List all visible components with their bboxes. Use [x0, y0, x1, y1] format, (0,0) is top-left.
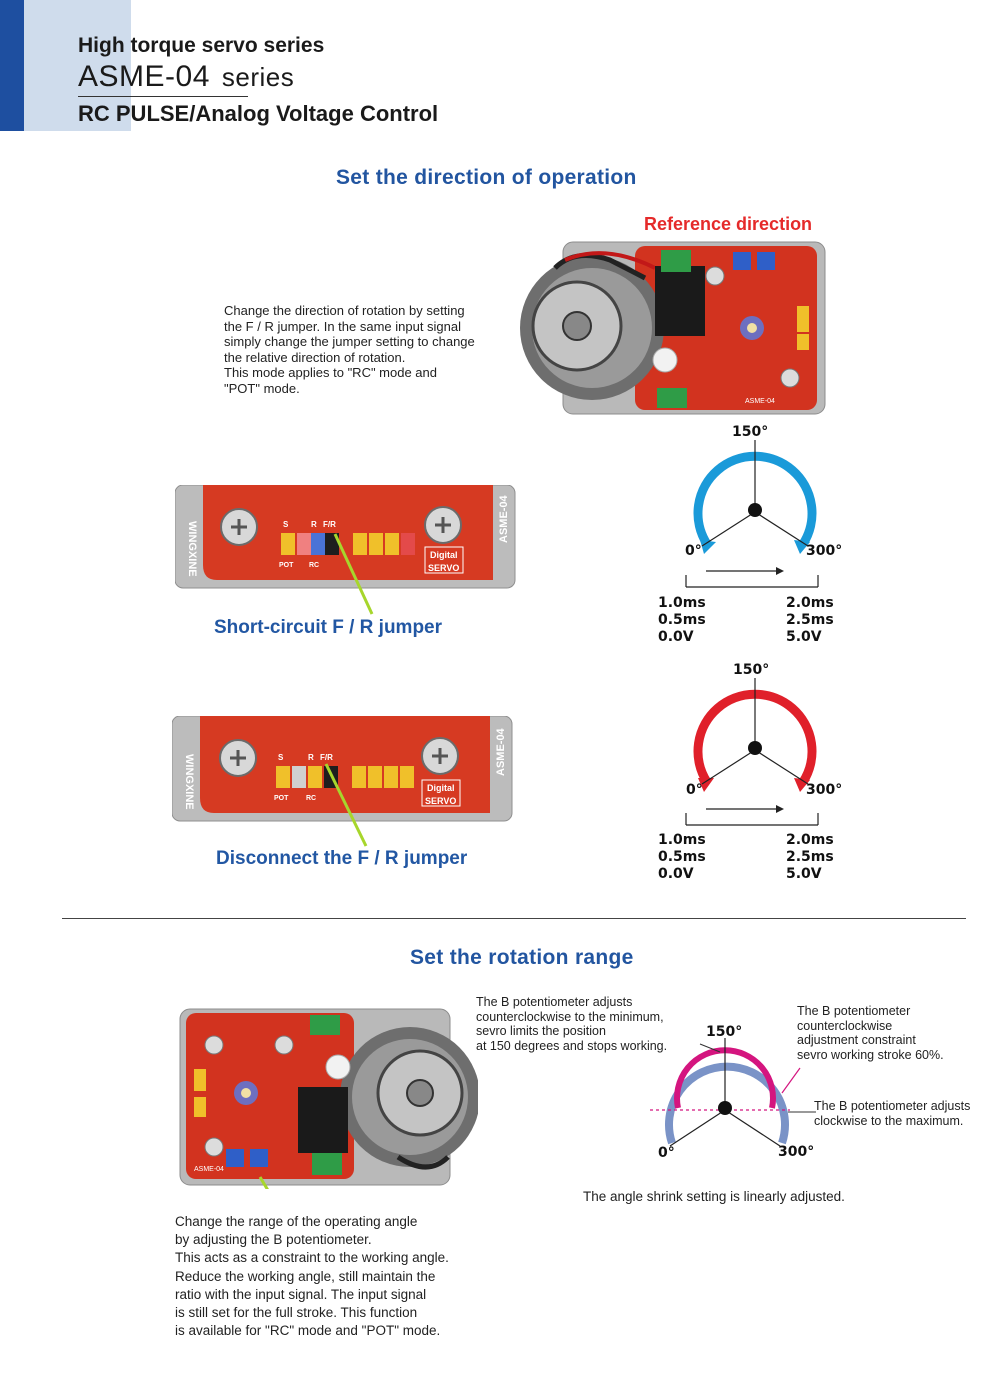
board-servo-label: SERVO	[428, 563, 459, 573]
board-model-label: ASME-04	[498, 494, 510, 543]
model-title: ASME-04 series	[78, 60, 294, 94]
pin-label-fr: F/R	[323, 520, 336, 529]
section-divider	[62, 918, 966, 919]
range-angle-300: 300°	[778, 1144, 815, 1160]
pin2-label-pot: POT	[274, 795, 289, 802]
note-b-pot-minimum: The B potentiometer adjusts counterclock…	[476, 995, 668, 1053]
dial-bottom-angle-150: 150°	[733, 662, 770, 678]
pin2-label-fr: F/R	[320, 753, 333, 762]
note-b-pot-constraint: The B potentiometer counterclockwise adj…	[797, 1004, 944, 1062]
board2-servo-label: SERVO	[425, 796, 456, 806]
dial-top-angle-300: 300°	[806, 543, 843, 559]
range-dial-diagram	[650, 1038, 816, 1147]
board-closeup-jumper-shorted: Digital SERVO ASME-04 WINGXINE S R F/R P…	[175, 485, 516, 589]
linear-adjust-note: The angle shrink setting is linearly adj…	[583, 1189, 845, 1204]
model-suffix: series	[221, 62, 295, 92]
pointer-line-fr-jumper-1	[333, 533, 374, 615]
dial-bottom-angle-0: 0°	[686, 782, 703, 798]
direction-description: Change the direction of rotation by sett…	[224, 303, 475, 396]
dial-bottom-diagram	[685, 678, 819, 826]
rotation-range-description: Change the range of the operating angle …	[175, 1214, 449, 1339]
section-direction-title: Set the direction of operation	[336, 166, 637, 189]
note-b-pot-maximum: The B potentiometer adjusts clockwise to…	[814, 1099, 971, 1128]
pin-label-r: R	[311, 520, 317, 529]
dial-top-min-signals: 1.0ms 0.5ms 0.0V	[658, 595, 706, 645]
header-accent-panel	[24, 0, 131, 131]
pin-label-pot: POT	[279, 562, 294, 569]
pin2-label-rc: RC	[306, 795, 316, 802]
dial-top-max-signals: 2.0ms 2.5ms 5.0V	[786, 595, 834, 645]
range-angle-0: 0°	[658, 1145, 675, 1161]
header-accent-bar	[0, 0, 24, 131]
board-brand-label: WINGXINE	[186, 521, 198, 577]
svg-text:ASME-04: ASME-04	[745, 398, 775, 405]
section-range-title: Set the rotation range	[410, 946, 634, 969]
dial-top-angle-0: 0°	[685, 543, 702, 559]
pin2-label-r: R	[308, 753, 314, 762]
model-name: ASME-04	[78, 60, 210, 93]
dial-top-diagram	[685, 440, 819, 588]
model-underline	[78, 96, 248, 97]
pin2-label-s: S	[278, 753, 284, 762]
board2-digital-label: Digital	[427, 783, 455, 793]
control-title: RC PULSE/Analog Voltage Control	[78, 101, 439, 126]
board2-model-label: ASME-04	[495, 727, 507, 776]
board3-model-label: ASME-04	[194, 1166, 224, 1173]
pointer-line-fr-jumper-2	[324, 763, 368, 847]
pin-label-rc: RC	[309, 562, 319, 569]
servo-board-photo-reference: ASME-04	[520, 241, 826, 415]
dial-top-angle-150: 150°	[732, 424, 769, 440]
short-circuit-caption: Short-circuit F / R jumper	[214, 617, 443, 638]
board-closeup-jumper-open: Digital SERVO ASME-04 WINGXINE S R F/R P…	[172, 716, 513, 822]
dial-bottom-min-signals: 1.0ms 0.5ms 0.0V	[658, 832, 706, 882]
dial-bottom-angle-300: 300°	[806, 782, 843, 798]
board-digital-label: Digital	[430, 550, 458, 560]
range-angle-150: 150°	[706, 1024, 743, 1040]
pin-label-s: S	[283, 520, 289, 529]
disconnect-caption: Disconnect the F / R jumper	[216, 848, 468, 869]
servo-board-photo-potentiometer: ASME-04	[179, 1008, 478, 1189]
series-title: High torque servo series	[78, 34, 325, 57]
dial-bottom-max-signals: 2.0ms 2.5ms 5.0V	[786, 832, 834, 882]
board2-brand-label: WINGXINE	[183, 754, 195, 810]
reference-direction-label: Reference direction	[644, 214, 813, 234]
